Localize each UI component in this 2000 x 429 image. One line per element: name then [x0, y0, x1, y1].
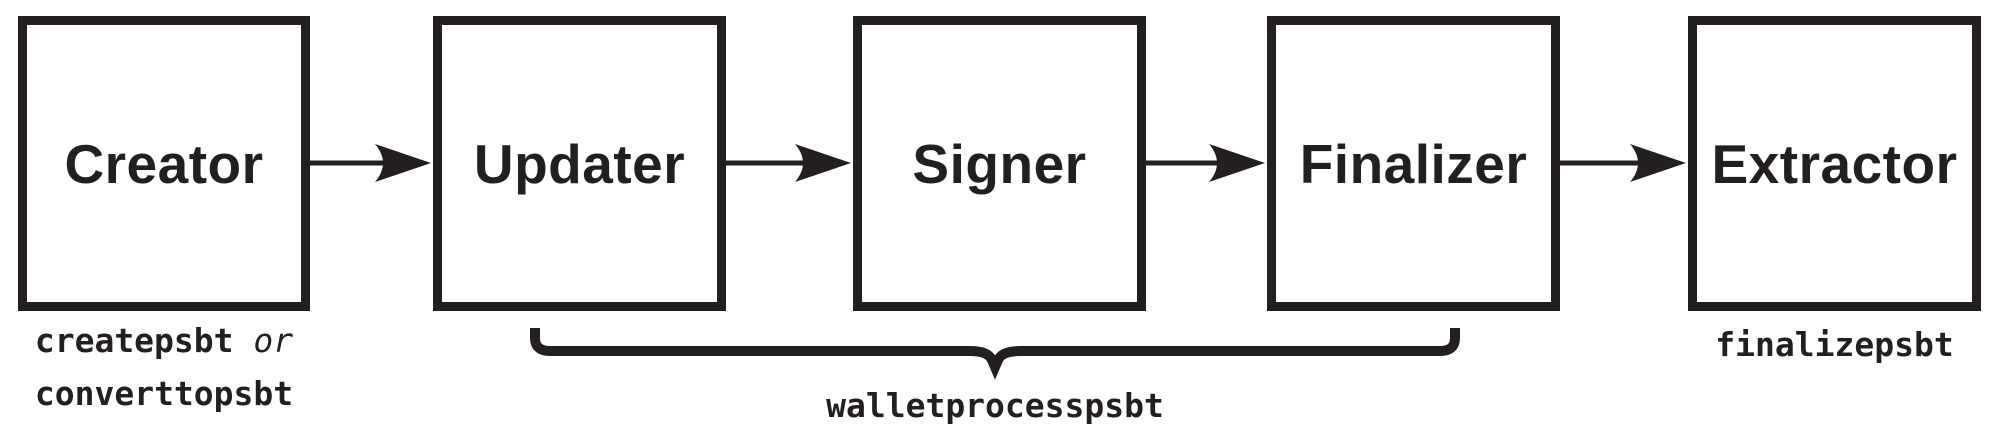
role-box-finalizer: Finalizer	[1267, 16, 1560, 311]
creator-rpc-line-2: converttopsbt	[18, 371, 310, 424]
role-box-extractor: Extractor	[1688, 16, 1981, 311]
spacer	[234, 321, 254, 360]
creator-rpc-code-2: converttopsbt	[34, 374, 294, 413]
role-box-creator: Creator	[18, 16, 310, 311]
role-box-signer-label: Signer	[912, 132, 1087, 195]
wallet-process-code: walletprocesspsbt	[826, 386, 1164, 425]
creator-rpc-code-1: createpsbt	[34, 321, 234, 360]
flow-arrow-icon	[1560, 144, 1686, 182]
extractor-rpc-annotation: finalizepsbt	[1688, 322, 1981, 375]
creator-rpc-annotation: createpsbt or converttopsbt	[18, 318, 310, 424]
role-box-updater-label: Updater	[473, 132, 686, 195]
role-box-signer: Signer	[853, 16, 1146, 311]
creator-rpc-conjunction: or	[253, 321, 294, 360]
flow-arrow-icon	[726, 144, 851, 182]
wallet-process-annotation: walletprocesspsbt	[795, 383, 1195, 429]
role-box-finalizer-label: Finalizer	[1299, 132, 1528, 195]
role-box-updater: Updater	[433, 16, 726, 311]
extractor-rpc-code: finalizepsbt	[1715, 325, 1954, 364]
underbrace-icon	[530, 328, 1460, 380]
creator-rpc-line-1: createpsbt or	[18, 318, 310, 371]
role-box-extractor-label: Extractor	[1711, 132, 1958, 195]
flow-arrow-icon	[1146, 144, 1265, 182]
role-box-creator-label: Creator	[64, 132, 264, 195]
flow-arrow-icon	[310, 144, 431, 182]
